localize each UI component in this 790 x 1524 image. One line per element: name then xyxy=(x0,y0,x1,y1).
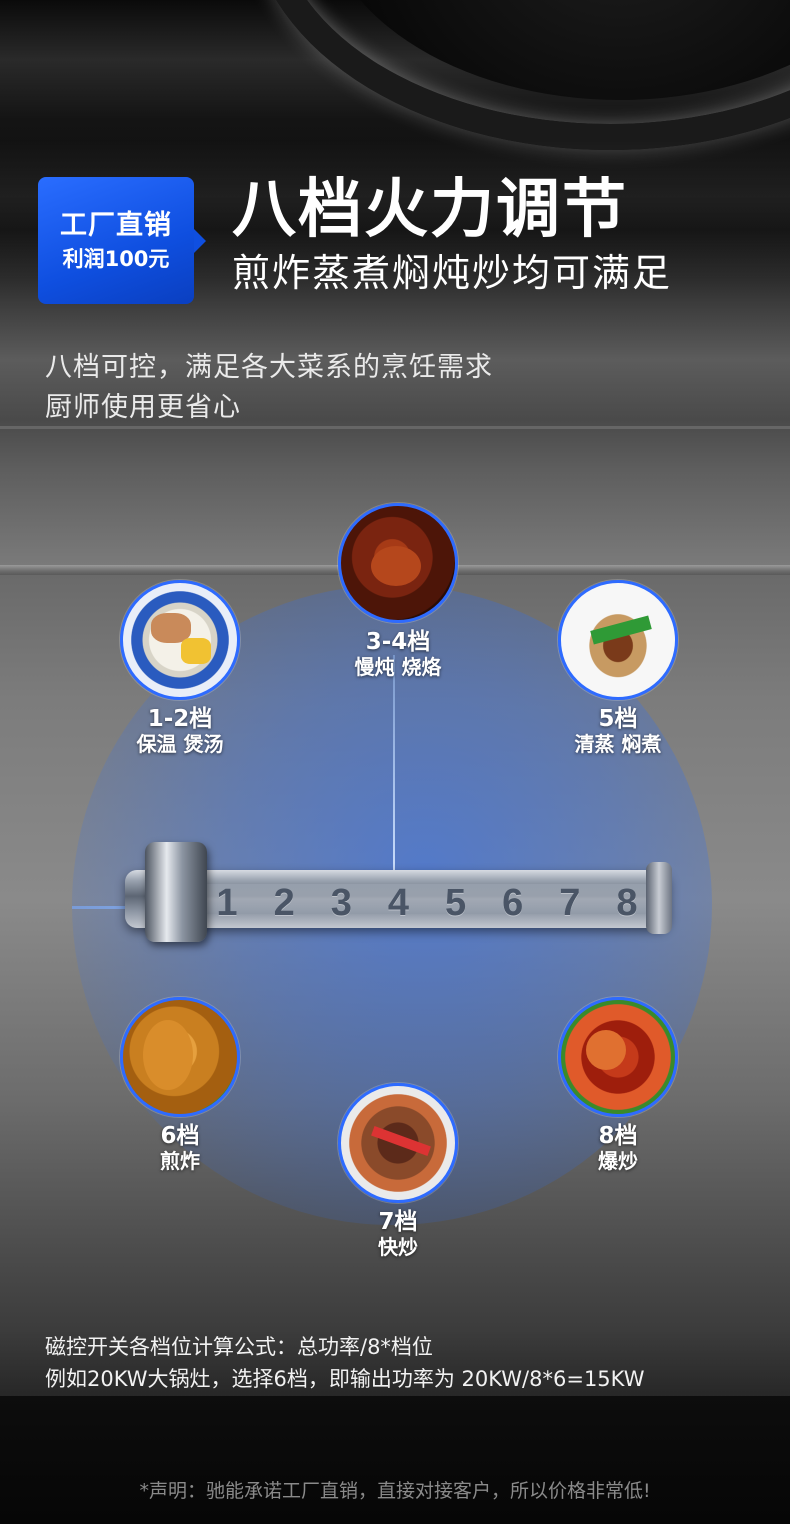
dish-name-label: 慢炖 烧烙 xyxy=(354,655,442,679)
footer-band xyxy=(0,1396,790,1524)
page-title: 八档火力调节 xyxy=(232,173,628,247)
intro-line-2: 厨师使用更省心 xyxy=(45,392,241,423)
intro-line-1: 八档可控，满足各大菜系的烹饪需求 xyxy=(45,352,493,383)
intro-text: 八档可控，满足各大菜系的烹饪需求 厨师使用更省心 xyxy=(45,348,493,428)
dish-level-label: 1-2档 xyxy=(147,706,213,732)
dish-name-label: 清蒸 焖煮 xyxy=(574,732,662,756)
dish-name-label: 煎炸 xyxy=(160,1149,200,1173)
gear-number-2: 2 xyxy=(273,882,295,924)
gear-number-6: 6 xyxy=(502,882,524,924)
dish-level-1-2: 1-2档 保温 煲汤 xyxy=(90,580,270,756)
factory-direct-badge: 工厂直销 利润100元 xyxy=(38,177,194,304)
dish-level-label: 7档 xyxy=(378,1209,418,1235)
dish-level-5: 5档 清蒸 焖煮 xyxy=(528,580,708,756)
switch-track xyxy=(185,884,650,914)
gear-number-4: 4 xyxy=(387,882,409,924)
gear-number-1: 1 xyxy=(216,882,238,924)
dish-level-label: 3-4档 xyxy=(365,629,431,655)
dish-level-label: 8档 xyxy=(598,1123,638,1149)
gear-number-7: 7 xyxy=(559,882,581,924)
badge-title: 工厂直销 xyxy=(60,209,172,241)
dish-level-label: 6档 xyxy=(160,1123,200,1149)
spicy-stir-fry-image xyxy=(558,997,678,1117)
braised-pork-image xyxy=(338,503,458,623)
dish-name-label: 保温 煲汤 xyxy=(136,732,224,756)
soup-bowl-image xyxy=(120,580,240,700)
dish-name-label: 爆炒 xyxy=(598,1149,638,1173)
indicator-vertical-line xyxy=(393,655,395,910)
dish-level-8: 8档 爆炒 xyxy=(528,997,708,1173)
badge-subtitle: 利润100元 xyxy=(62,246,170,271)
dish-name-label: 快炒 xyxy=(378,1235,418,1259)
page-subtitle: 煎炸蒸煮焖炖炒均可满足 xyxy=(232,251,673,295)
switch-endcap xyxy=(646,862,672,934)
disclaimer-text: *声明：驰能承诺工厂直销，直接对接客户，所以价格非常低! xyxy=(139,1480,651,1502)
fried-chicken-image xyxy=(120,997,240,1117)
power-formula: 磁控开关各档位计算公式：总功率/8*档位 例如20KW大锅灶，选择6档，即输出功… xyxy=(45,1331,644,1395)
gear-number-5: 5 xyxy=(444,882,467,924)
gear-number-list: 1 2 3 4 5 6 7 8 xyxy=(207,882,647,925)
gear-number-3: 3 xyxy=(330,882,352,924)
formula-line-1: 磁控开关各档位计算公式：总功率/8*档位 xyxy=(45,1335,433,1359)
stir-fry-beef-image xyxy=(338,1083,458,1203)
dish-level-3-4: 3-4档 慢炖 烧烙 xyxy=(308,503,488,679)
pot-rim-decoration xyxy=(250,0,790,150)
dish-level-7: 7档 快炒 xyxy=(308,1083,488,1259)
switch-knob-handle xyxy=(145,842,207,942)
dish-level-label: 5档 xyxy=(598,706,638,732)
counter-line xyxy=(0,426,790,429)
eight-gear-switch: 1 2 3 4 5 6 7 8 xyxy=(125,842,672,942)
gear-number-8: 8 xyxy=(616,882,638,924)
dish-level-6: 6档 煎炸 xyxy=(90,997,270,1173)
steamed-fish-image xyxy=(558,580,678,700)
formula-line-2: 例如20KW大锅灶，选择6档，即输出功率为 20KW/8*6=15KW xyxy=(45,1367,645,1391)
